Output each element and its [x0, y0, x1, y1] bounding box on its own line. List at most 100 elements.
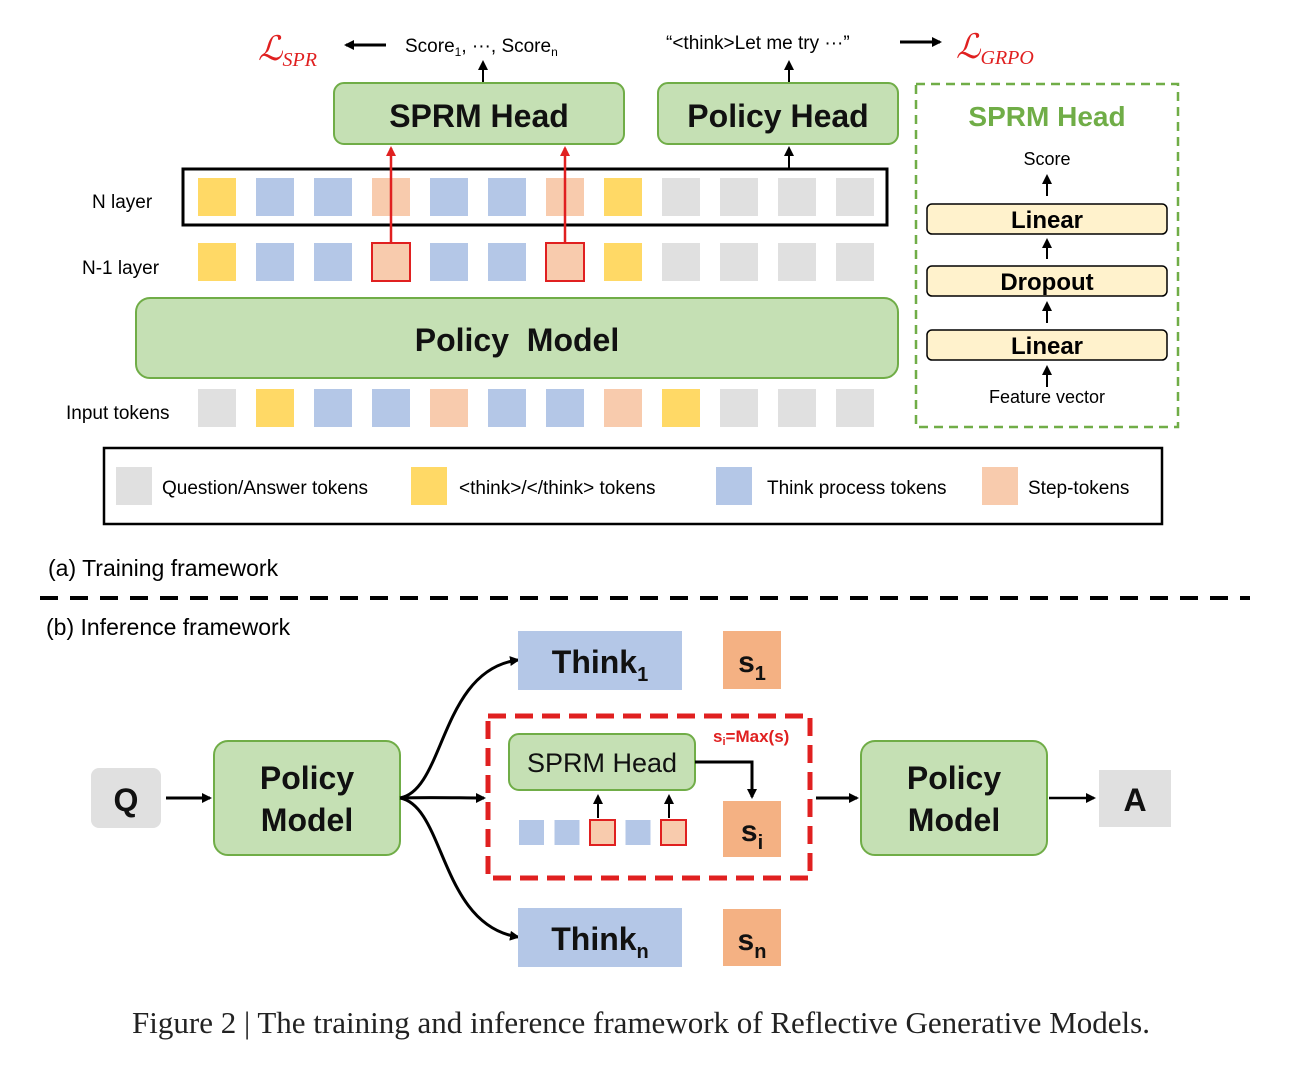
- think-1-box: Think1: [518, 631, 682, 690]
- input-tokens-token-peach: [604, 389, 642, 427]
- sprm-head-label: SPRM Head: [389, 98, 569, 134]
- sprm-detail-layer-linear-bottom: Linear: [1011, 333, 1083, 360]
- mini-tokens-token-peach: [589, 819, 616, 846]
- sprm-head-inference-label: SPRM Head: [527, 748, 677, 778]
- score-s1-label: s1: [738, 646, 766, 685]
- n1-layer-tokens-token-gray: [778, 243, 816, 281]
- n-layer-tokens-token-blue: [314, 178, 352, 216]
- mini-tokens-token-blue: [519, 820, 544, 845]
- input-tokens-label: Input tokens: [66, 403, 170, 424]
- n1-layer-tokens-token-gray: [720, 243, 758, 281]
- input-tokens-token-gray: [778, 389, 816, 427]
- n-layer-tokens-token-gray: [720, 178, 758, 216]
- n-layer-tokens-token-blue: [488, 178, 526, 216]
- sprm-head-box: SPRM Head: [333, 82, 625, 145]
- n-layer-tokens-token-blue: [256, 178, 294, 216]
- n1-layer-tokens-token-peach: [371, 242, 411, 282]
- n-layer-tokens-token-yellow: [198, 178, 236, 216]
- n-layer-tokens: [198, 178, 874, 216]
- legend-label-step: Step-tokens: [1028, 478, 1129, 499]
- think-1-label: Think1: [552, 644, 648, 686]
- n-layer-frame: [181, 167, 889, 227]
- n1-layer-tokens-token-blue: [314, 243, 352, 281]
- n-layer-tokens-token-blue: [430, 178, 468, 216]
- n1-layer-tokens-token-gray: [662, 243, 700, 281]
- legend-label-think-tag: <think>/</think> tokens: [459, 478, 655, 499]
- n-layer-tokens-token-yellow: [604, 178, 642, 216]
- mini-tokens-token-blue: [625, 820, 651, 845]
- score-si-box: si: [723, 801, 781, 857]
- mini-tokens-token-blue: [554, 820, 580, 845]
- input-tokens-token-gray: [720, 389, 758, 427]
- input-tokens-token-blue: [372, 389, 410, 427]
- legend-swatch-qa: [116, 467, 152, 505]
- n1-layer-tokens-token-blue: [488, 243, 526, 281]
- legend-swatch-step: [982, 467, 1018, 505]
- score-sn-box: sn: [723, 909, 781, 966]
- input-tokens-token-yellow: [662, 389, 700, 427]
- max-score-label: si=Max(s): [713, 727, 789, 748]
- sprm-detail-feature: Feature vector: [989, 387, 1105, 407]
- policy-head-box: Policy Head: [657, 82, 899, 145]
- think-quote-label: “<think>Let me try ···”: [666, 33, 850, 54]
- training-caption: (a) Training framework: [48, 555, 279, 581]
- arrow-sprm-to-si: [695, 760, 757, 799]
- figure-caption: Figure 2 | The training and inference fr…: [132, 1005, 1150, 1040]
- policy-model-right-line1: Policy: [907, 760, 1001, 796]
- answer-label: A: [1123, 782, 1146, 818]
- sprm-detail-layer-linear-top: Linear: [1011, 207, 1083, 234]
- input-tokens-row: [198, 389, 874, 427]
- n1-layer-label: N-1 layer: [82, 258, 160, 279]
- legend-swatch-think-tag: [411, 467, 447, 505]
- legend-swatch-think-process: [716, 467, 752, 505]
- policy-model-left-line1: Policy: [260, 760, 354, 796]
- policy-model-left-line2: Model: [261, 802, 353, 838]
- think-n-box: Thinkn: [518, 908, 682, 967]
- input-tokens-token-gray: [198, 389, 236, 427]
- question-box: Q: [91, 768, 161, 828]
- input-tokens-token-yellow: [256, 389, 294, 427]
- token-legend: Question/Answer tokens <think>/</think> …: [102, 446, 1164, 526]
- scores-label: Score1, ···, Scoren: [405, 36, 558, 59]
- policy-model-box: Policy Model: [135, 297, 899, 379]
- n1-layer-tokens-token-yellow: [604, 243, 642, 281]
- input-tokens-token-blue: [488, 389, 526, 427]
- sprm-detail-score: Score: [1023, 149, 1070, 169]
- branch-arrow-think1: [399, 656, 520, 800]
- n1-layer-tokens: [198, 242, 874, 282]
- legend-label-think-process: Think process tokens: [767, 478, 947, 499]
- sprm-head-detail: SPRM Head Score Linear Dropout Linear Fe…: [914, 82, 1180, 429]
- score-si-label: si: [741, 815, 763, 854]
- sprm-detail-title: SPRM Head: [968, 101, 1125, 132]
- n-layer-label: N layer: [92, 192, 153, 213]
- n1-layer-tokens-token-blue: [430, 243, 468, 281]
- think-n-label: Thinkn: [551, 921, 649, 963]
- sprm-head-inference: SPRM Head: [508, 733, 696, 791]
- policy-head-label: Policy Head: [687, 98, 868, 134]
- n1-layer-tokens-token-gray: [836, 243, 874, 281]
- mini-tokens-token-peach: [660, 819, 687, 846]
- n-layer-tokens-token-gray: [836, 178, 874, 216]
- n-layer-tokens-token-gray: [662, 178, 700, 216]
- mini-tokens-row: [519, 819, 687, 846]
- sprm-detail-layer-dropout: Dropout: [1000, 269, 1093, 296]
- input-tokens-token-blue: [314, 389, 352, 427]
- score-s1-box: s1: [723, 631, 781, 689]
- loss-spr-label: ℒSPR: [258, 31, 317, 71]
- policy-model-label: Policy Model: [415, 322, 619, 358]
- loss-grpo-label: ℒGRPO: [956, 29, 1034, 69]
- n1-layer-tokens-token-peach: [545, 242, 585, 282]
- legend-label-qa: Question/Answer tokens: [162, 478, 368, 499]
- policy-model-right-line2: Model: [908, 802, 1000, 838]
- policy-model-left: Policy Model: [213, 740, 401, 856]
- branch-arrow-thinkn: [399, 796, 520, 941]
- answer-box: A: [1099, 770, 1171, 827]
- inference-caption: (b) Inference framework: [46, 614, 291, 640]
- input-tokens-token-gray: [836, 389, 874, 427]
- input-tokens-token-peach: [430, 389, 468, 427]
- n1-layer-tokens-token-blue: [256, 243, 294, 281]
- n-layer-tokens-token-gray: [778, 178, 816, 216]
- policy-model-right: Policy Model: [860, 740, 1048, 856]
- input-tokens-token-blue: [546, 389, 584, 427]
